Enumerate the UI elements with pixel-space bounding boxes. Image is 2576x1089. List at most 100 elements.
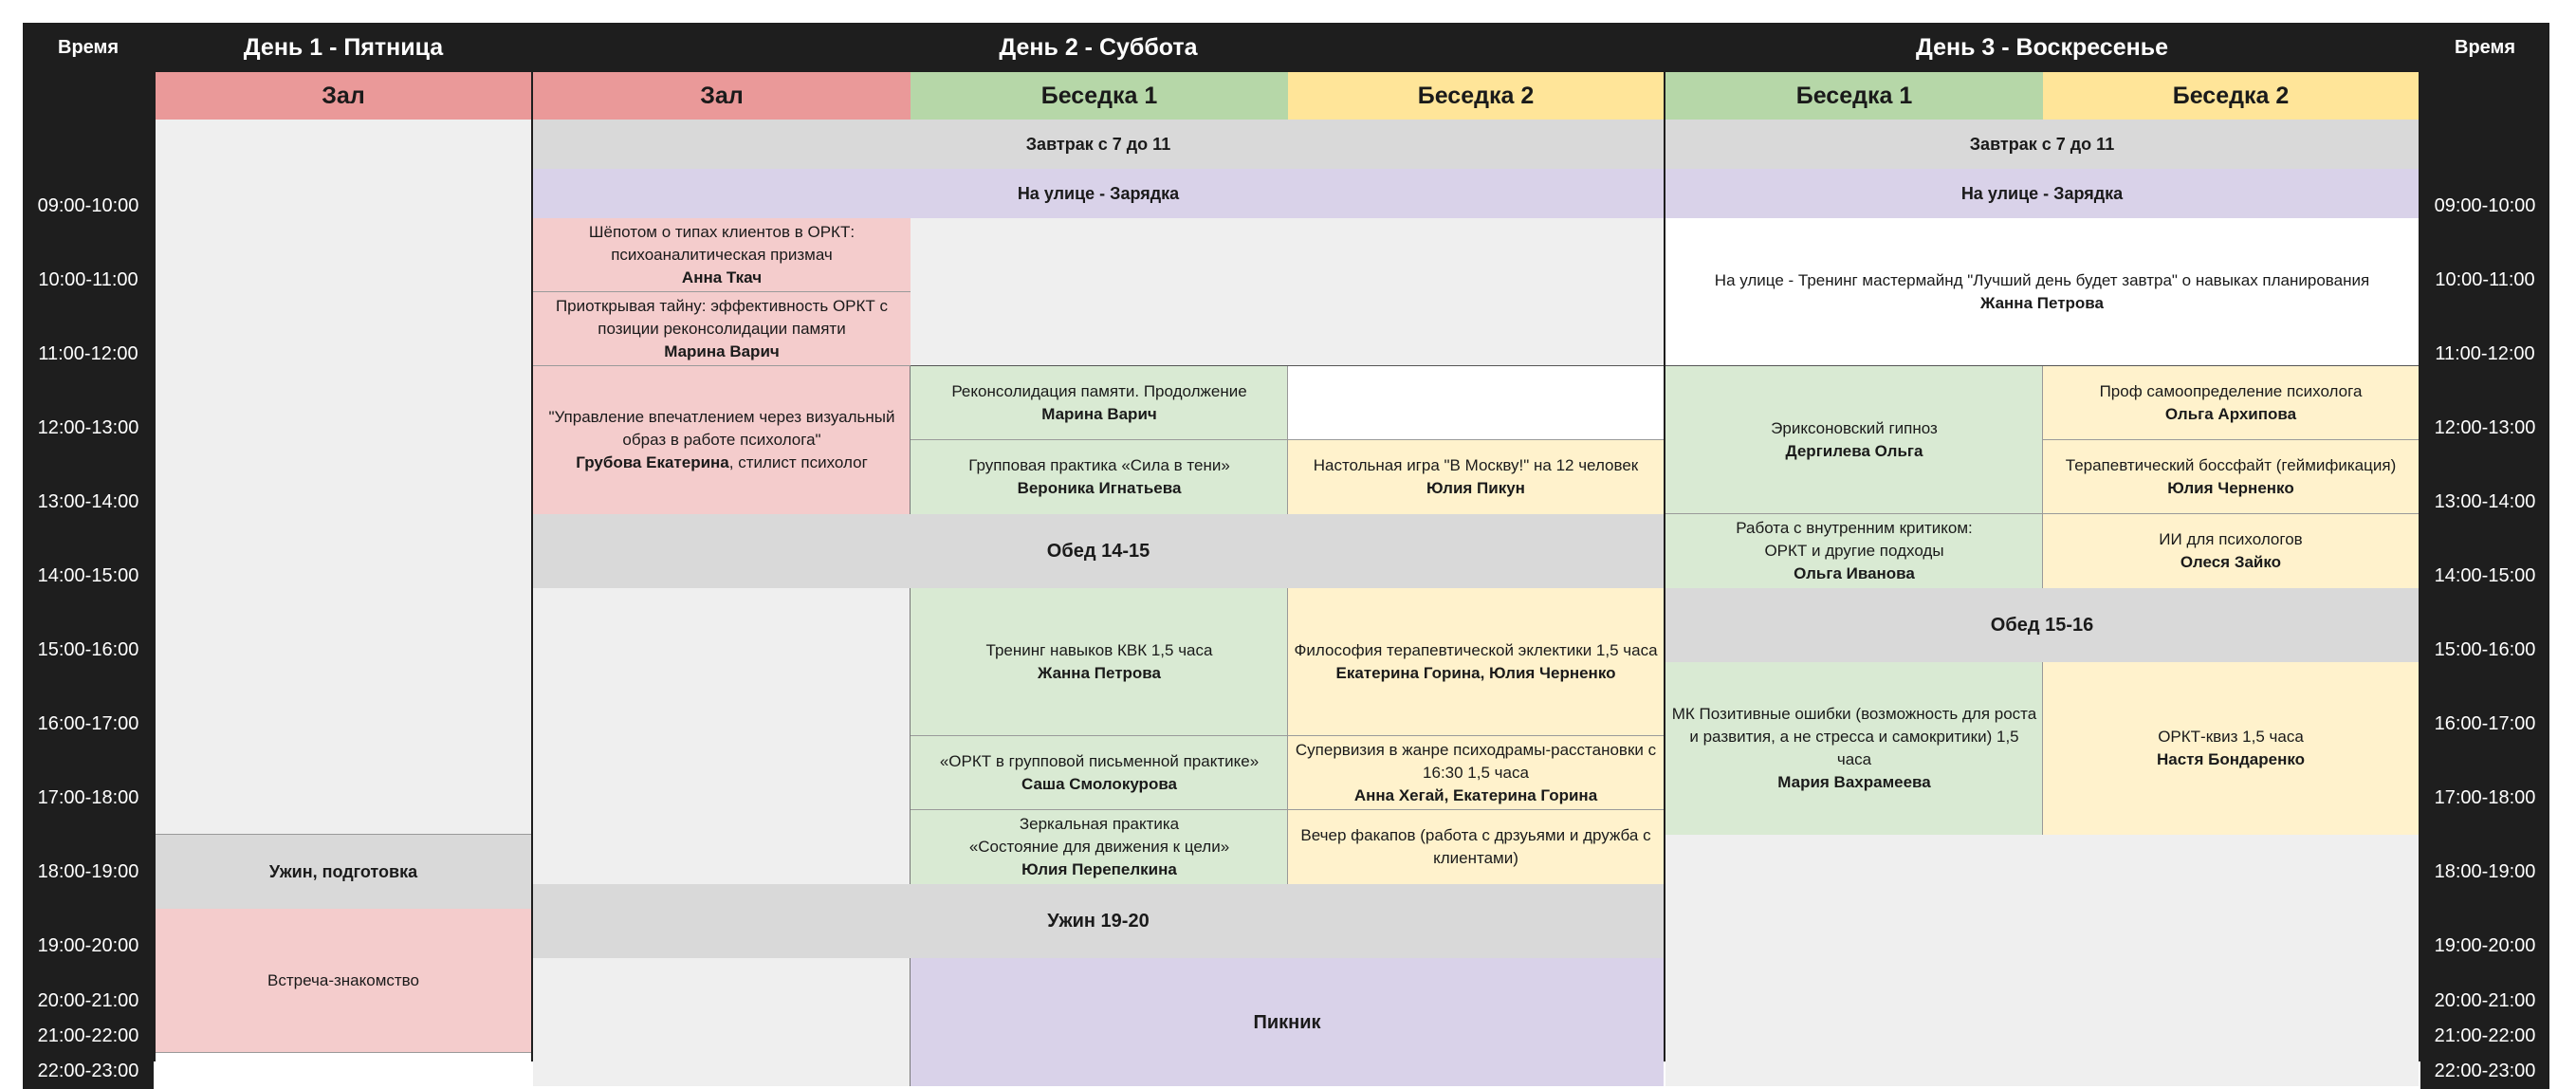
session-title-line: Работа с внутренним критиком: (1736, 519, 1973, 537)
day1-empty-block (156, 120, 531, 835)
session-title: Супервизия в жанре психодрамы-расстановк… (1295, 741, 1657, 782)
time-label-left: 16:00-17:00 (23, 687, 154, 761)
session-speaker: Марина Варич (1041, 405, 1157, 423)
time-label-left: 10:00-11:00 (23, 243, 154, 317)
session-title: МК Позитивные ошибки (возможность для ро… (1671, 705, 2037, 768)
time-label-right: 15:00-16:00 (2420, 613, 2549, 687)
day1-dinner-block: Ужин, подготовка (156, 835, 531, 909)
day2-picnic-block: Пикник (911, 958, 1664, 1086)
day2-breakfast-block: Завтрак с 7 до 11 (533, 120, 1664, 169)
time-label-left: 17:00-18:00 (23, 761, 154, 835)
day2-lunch-block: Обед 14-15 (533, 514, 1664, 588)
time-label-left: 22:00-23:00 (23, 1053, 154, 1089)
session-title: ОРКТ-квиз 1,5 часа (2158, 728, 2304, 746)
session-speaker: Екатерина Горина, Юлия Черненко (1335, 664, 1616, 682)
day-separator (531, 23, 533, 1061)
day1-room-zal: Зал (156, 72, 531, 120)
time-label-left: 18:00-19:00 (23, 835, 154, 909)
day2-picnic-label: Пикник (1253, 1011, 1321, 1033)
day1-empty-late (156, 1053, 531, 1086)
day2-lunch-label: Обед 14-15 (1046, 541, 1150, 562)
session-title-line: «Состояние для движения к цели» (968, 838, 1230, 856)
day3-b2-session: ОРКТ-квиз 1,5 часа Настя Бондаренко (2043, 662, 2419, 835)
day3-b2-session: Проф самоопределение психолога Ольга Арх… (2043, 366, 2419, 440)
time-label-left: 13:00-14:00 (23, 465, 154, 539)
time-label-left: 11:00-12:00 (23, 317, 154, 391)
day3-room-besedka-1: Беседка 1 (1665, 72, 2043, 120)
session-speaker: Ольга Архипова (2164, 405, 2297, 423)
day3-exercise-block: На улице - Зарядка (1665, 169, 2419, 218)
day1-dinner-label: Ужин, подготовка (268, 862, 418, 881)
session-speaker: Юлия Пикун (1426, 479, 1525, 497)
session-speaker: Анна Ткач (681, 268, 763, 286)
day3-header: День 3 - Воскресенье (1665, 23, 2419, 72)
time-column-header-left: Время (23, 23, 154, 72)
day2-b1-session: Зеркальная практика «Состояние для движе… (911, 810, 1288, 884)
day1-meeting-label: Встреча-знакомство (267, 971, 419, 989)
time-label-left: 14:00-15:00 (23, 539, 154, 613)
time-label-left: 09:00-10:00 (23, 169, 154, 243)
session-title: Реконсолидация памяти. Продолжение (951, 382, 1247, 400)
session-title: Настольная игра "В Москву!" на 12 челове… (1313, 456, 1639, 474)
speaker-name: Грубова Екатерина (576, 453, 729, 471)
session-title: Групповая практика «Сила в тени» (968, 456, 1230, 474)
day3-b1-session: Работа с внутренним критиком: ОРКТ и дру… (1665, 514, 2043, 588)
day2-room-besedka-2: Беседка 2 (1288, 72, 1664, 120)
column-separator (2042, 366, 2043, 588)
column-separator (910, 588, 911, 884)
day3-lunch-block: Обед 15-16 (1665, 588, 2419, 662)
session-title: Приоткрывая тайну: эффективность ОРКТ с … (555, 297, 889, 338)
day2-besedka-empty-block (911, 218, 1664, 366)
day3-b2-session: Терапевтический боссфайт (геймификация) … (2043, 440, 2419, 514)
day2-zal-empty-evening (533, 958, 911, 1086)
session-title: "Управление впечатлением через визуальны… (548, 408, 895, 449)
day2-breakfast-label: Завтрак с 7 до 11 (1025, 135, 1171, 154)
session-title-line: ОРКТ и другие подходы (1764, 542, 1944, 560)
session-speaker: Вероника Игнатьева (1017, 479, 1182, 497)
day3-exercise-label: На улице - Зарядка (1960, 184, 2124, 203)
session-title: Эриксоновский гипноз (1771, 419, 1938, 437)
day3-empty-evening (1665, 835, 2419, 1086)
session-title: «ОРКТ в групповой письменной практике» (939, 752, 1260, 770)
time-label-right: 10:00-11:00 (2420, 243, 2549, 317)
column-separator (910, 366, 911, 514)
session-title: Философия терапевтической эклектики 1,5 … (1294, 641, 1658, 659)
day2-zal-session: Шёпотом о типах клиентов в ОРКТ: психоан… (533, 218, 911, 292)
session-speaker: Олеся Зайко (2180, 553, 2282, 571)
row-separator (533, 365, 911, 366)
day3-breakfast-block: Завтрак с 7 до 11 (1665, 120, 2419, 169)
day3-b2-session: ИИ для психологов Олеся Зайко (2043, 514, 2419, 588)
day3-breakfast-label: Завтрак с 7 до 11 (1969, 135, 2115, 154)
column-separator (1287, 366, 1288, 514)
session-title: Проф самоопределение психолога (2099, 382, 2363, 400)
day3-b1-session: Эриксоновский гипноз Дергилева Ольга (1665, 366, 2043, 514)
day2-exercise-label: На улице - Зарядка (1017, 184, 1180, 203)
session-title: Тренинг навыков КВК 1,5 часа (985, 641, 1213, 659)
day2-dinner-label: Ужин 19-20 (1047, 911, 1150, 932)
time-label-right: 13:00-14:00 (2420, 465, 2549, 539)
day3-room-besedka-2: Беседка 2 (2043, 72, 2419, 120)
session-speaker: Грубова Екатерина, стилист психолог (576, 452, 868, 474)
row-separator (156, 834, 531, 835)
day3-lunch-label: Обед 15-16 (1990, 615, 2094, 636)
column-separator (910, 958, 911, 1086)
session-speaker: Ольга Иванова (1794, 564, 1915, 582)
time-label-left: 20:00-21:00 (23, 983, 154, 1019)
column-separator (2042, 662, 2043, 835)
day1-header: День 1 - Пятница (156, 23, 531, 72)
time-label-right: 22:00-23:00 (2420, 1053, 2549, 1089)
day1-meeting-block: Встреча-знакомство (156, 909, 531, 1053)
time-label-right: 18:00-19:00 (2420, 835, 2549, 909)
time-label-right: 20:00-21:00 (2420, 983, 2549, 1019)
day2-b1-session: Реконсолидация памяти. Продолжение Марин… (911, 366, 1288, 440)
time-label-left: 19:00-20:00 (23, 909, 154, 983)
day2-b2-session: Настольная игра "В Москву!" на 12 челове… (1288, 440, 1664, 514)
day2-b1-session: «ОРКТ в групповой письменной практике» С… (911, 736, 1288, 810)
time-label-right: 19:00-20:00 (2420, 909, 2549, 983)
session-speaker: Анна Хегай, Екатерина Горина (1353, 786, 1598, 804)
time-label-right: 14:00-15:00 (2420, 539, 2549, 613)
session-speaker: Юлия Черненко (2167, 479, 2294, 497)
day2-zal-session: Приоткрывая тайну: эффективность ОРКТ с … (533, 292, 911, 366)
session-speaker: Дергилева Ольга (1785, 442, 1923, 460)
time-label-right: 21:00-22:00 (2420, 1019, 2549, 1053)
